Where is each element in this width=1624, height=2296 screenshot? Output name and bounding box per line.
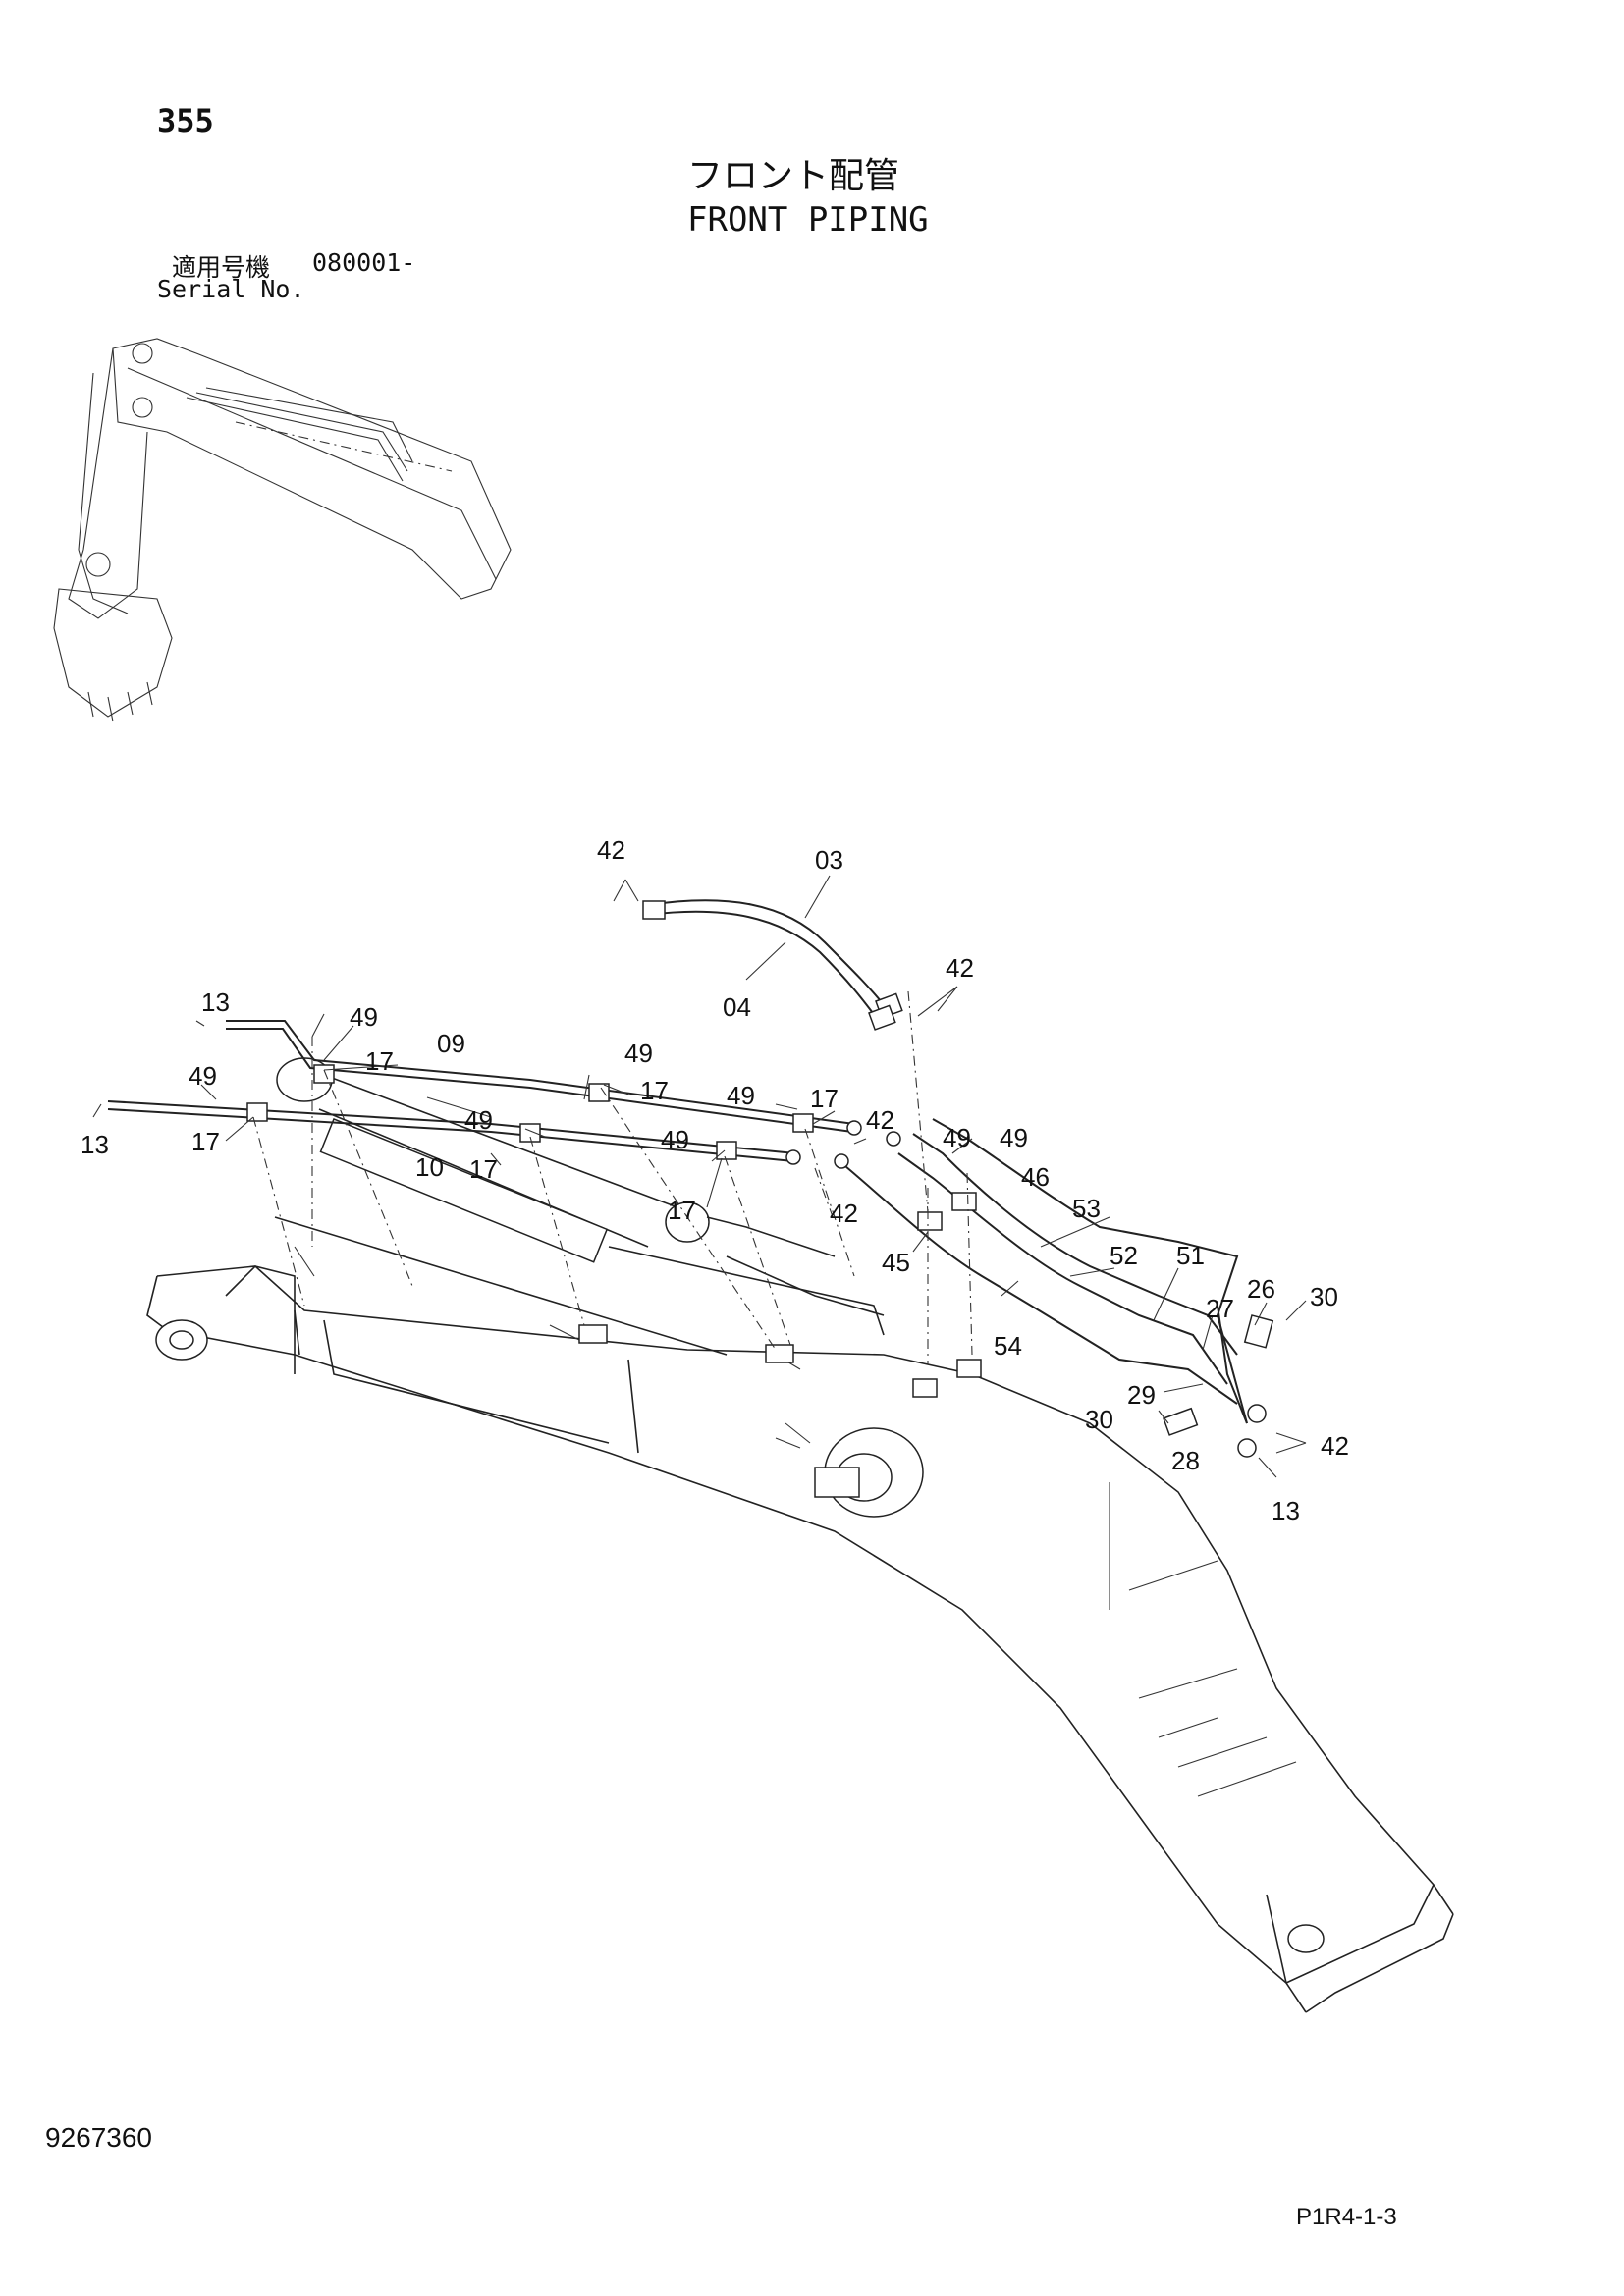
leader-lines: [92, 875, 1307, 1478]
callout-42-mid: 42: [866, 1105, 894, 1135]
callout-49-g: 49: [943, 1123, 971, 1152]
callout-17-f: 17: [668, 1196, 696, 1225]
callout-45: 45: [882, 1248, 910, 1277]
callout-13-bottom: 13: [1272, 1496, 1300, 1525]
callout-13-lower: 13: [81, 1130, 109, 1159]
callout-49-f: 49: [661, 1125, 689, 1154]
callout-17-b: 17: [640, 1076, 669, 1105]
callout-42-lower: 42: [830, 1199, 858, 1228]
callout-28: 28: [1171, 1446, 1200, 1475]
serial-label-japanese: 適用号機: [172, 253, 271, 282]
callout-49-b: 49: [624, 1039, 653, 1068]
title-japanese: フロント配管: [687, 156, 900, 196]
callout-30-left: 30: [1085, 1405, 1113, 1434]
document-number: 9267360: [45, 2122, 153, 2153]
callout-27: 27: [1206, 1294, 1234, 1323]
callout-49-e: 49: [464, 1105, 493, 1135]
callout-49-c: 49: [189, 1061, 217, 1091]
callout-53: 53: [1072, 1194, 1101, 1223]
callout-42-top: 42: [597, 835, 625, 865]
assembly-lines: [252, 990, 973, 1364]
callout-17-d: 17: [191, 1127, 220, 1156]
callout-13-upper: 13: [201, 988, 230, 1017]
page-number: 355: [157, 102, 214, 139]
serial-number-value: 080001-: [312, 248, 416, 277]
callout-42-right: 42: [946, 953, 974, 983]
callout-51: 51: [1176, 1241, 1205, 1270]
thumbnail-arm-illustration: [53, 338, 512, 722]
callout-54: 54: [994, 1331, 1022, 1361]
callout-30-right: 30: [1310, 1282, 1338, 1311]
callout-49-h: 49: [1000, 1123, 1028, 1152]
serial-label-english: Serial No.: [157, 275, 305, 303]
callout-52: 52: [1110, 1241, 1138, 1270]
callout-10: 10: [415, 1152, 444, 1182]
callout-04: 04: [723, 992, 751, 1022]
boom-structure: [146, 1057, 1454, 2013]
callout-49-a: 49: [350, 1002, 378, 1032]
hoses-03-04: [642, 899, 903, 1031]
callout-46: 46: [1021, 1162, 1050, 1192]
callout-03: 03: [815, 845, 843, 875]
callout-42-bottom: 42: [1321, 1431, 1349, 1461]
callout-17-a: 17: [365, 1046, 394, 1076]
title-english: FRONT PIPING: [687, 200, 929, 240]
callout-49-d: 49: [727, 1081, 755, 1110]
page-code: P1R4-1-3: [1296, 2204, 1397, 2230]
callout-17-c: 17: [810, 1084, 839, 1113]
callout-26: 26: [1247, 1274, 1275, 1304]
callout-17-e: 17: [469, 1154, 498, 1184]
callout-labels: 42 03 42 04 13 49 09 17 49 49 17 13 49 1…: [81, 835, 1349, 1525]
pipes-51-54: [834, 1118, 1274, 1458]
callout-29: 29: [1127, 1380, 1156, 1410]
callout-09: 09: [437, 1029, 465, 1058]
